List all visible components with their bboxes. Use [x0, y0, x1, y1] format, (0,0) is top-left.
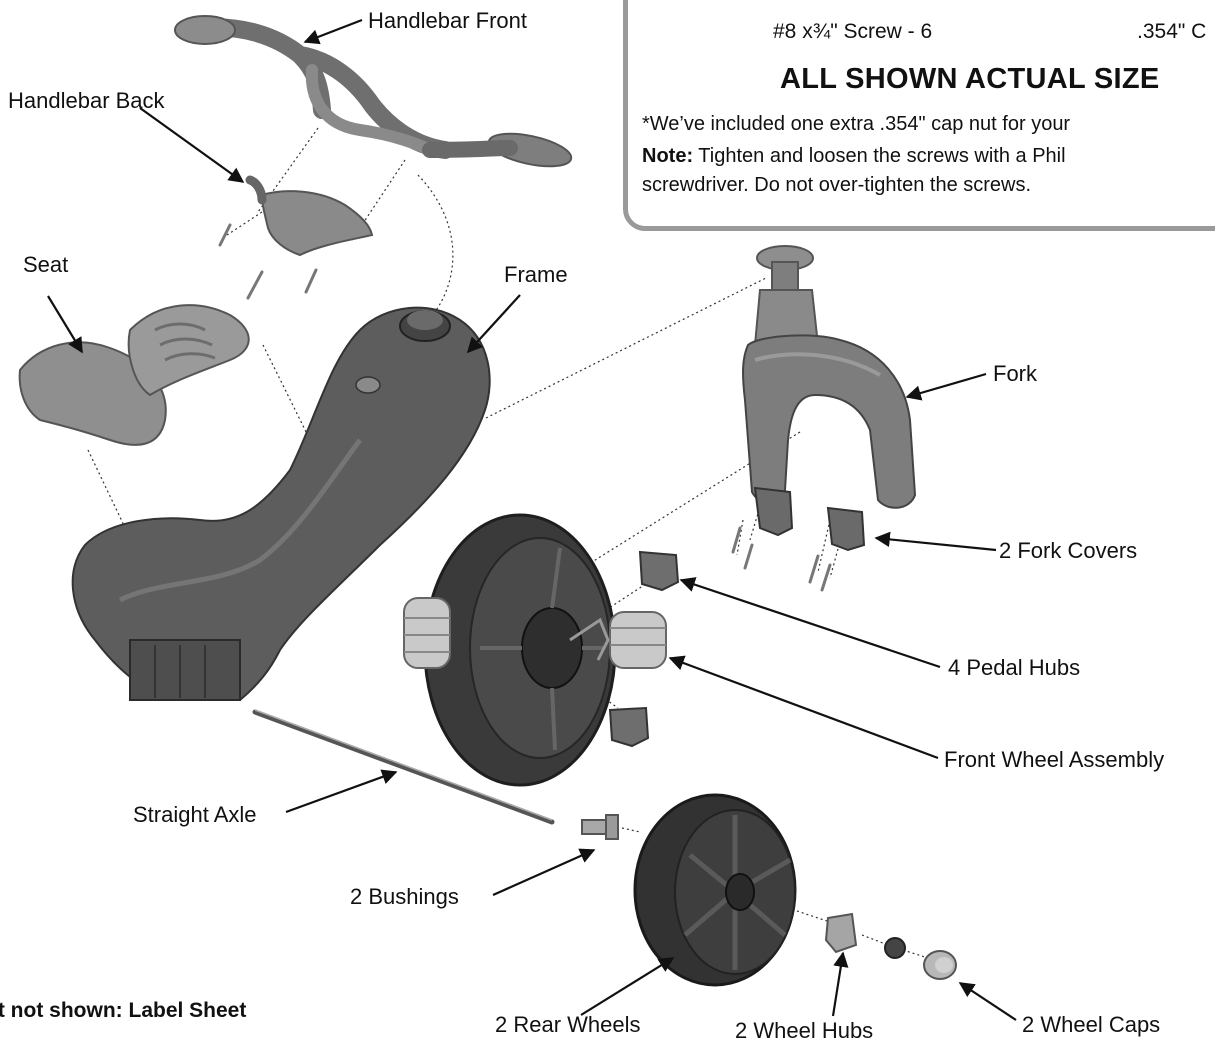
handlebar-front-part — [175, 16, 574, 172]
label-straight-axle: Straight Axle — [133, 802, 257, 828]
seat-part — [20, 305, 249, 445]
tighten-note: Note: Tighten and loosen the screws with… — [642, 142, 1066, 200]
label-wheel-caps: 2 Wheel Caps — [1022, 1012, 1160, 1038]
fork-part — [743, 246, 915, 508]
rear-wheels-part — [635, 795, 795, 985]
label-front-wheel-assembly: Front Wheel Assembly — [944, 747, 1164, 773]
actual-size-heading: ALL SHOWN ACTUAL SIZE — [780, 63, 1160, 96]
screw-hardware-label: #8 x¾" Screw - 6 — [773, 20, 932, 44]
label-wheel-hubs: 2 Wheel Hubs — [735, 1018, 873, 1044]
parts-not-shown-note: art not shown: Label Sheet — [0, 999, 246, 1023]
handlebar-back-part — [250, 180, 372, 255]
note-prefix: Note: — [642, 145, 693, 167]
wheel-hubs-part — [826, 914, 905, 958]
label-fork-covers: 2 Fork Covers — [999, 538, 1137, 564]
label-handlebar-back: Handlebar Back — [8, 88, 165, 114]
wheel-caps-part — [924, 951, 956, 979]
extra-cap-nut-note: *We’ve included one extra .354" cap nut … — [642, 113, 1070, 136]
fork-covers-part — [733, 488, 864, 590]
note-line2: screwdriver. Do not over-tighten the scr… — [642, 174, 1031, 196]
label-rear-wheels: 2 Rear Wheels — [495, 1012, 641, 1038]
note-line1: Tighten and loosen the screws with a Phi… — [693, 145, 1065, 167]
label-bushings: 2 Bushings — [350, 884, 459, 910]
label-seat: Seat — [23, 252, 68, 278]
label-fork: Fork — [993, 361, 1037, 387]
cap-nut-hardware-label: .354" C — [1137, 20, 1206, 44]
label-frame: Frame — [504, 262, 568, 288]
label-pedal-hubs: 4 Pedal Hubs — [948, 655, 1080, 681]
label-handlebar-front: Handlebar Front — [368, 8, 527, 34]
bushings-part — [582, 815, 618, 839]
